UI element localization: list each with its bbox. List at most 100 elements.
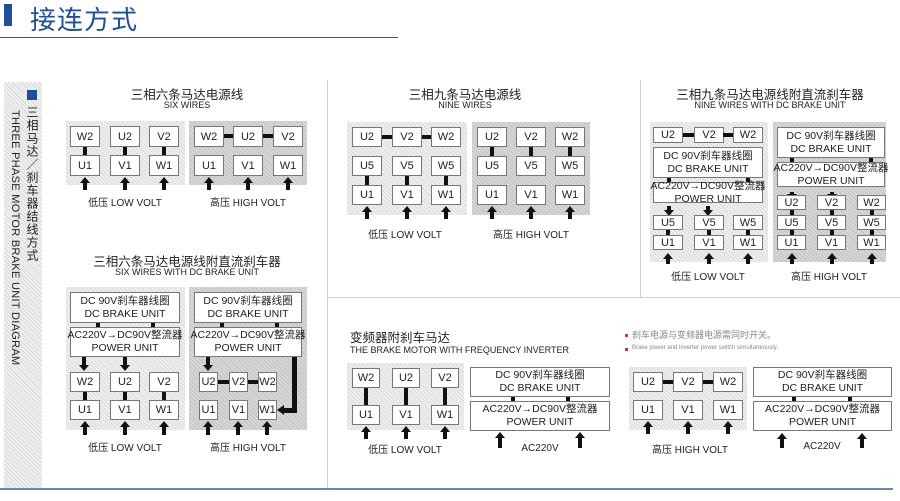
header-divider [0, 37, 398, 38]
panel-title-en: SIX WIRES [163, 100, 211, 110]
terminal: W2 [733, 127, 763, 143]
power-unit-box-line-1: AC220V→DC90V整流器 [482, 403, 598, 415]
terminal: V5 [516, 156, 546, 176]
terminal: V2 [694, 127, 724, 143]
terminal: V2 [673, 372, 703, 392]
jumper-link [404, 388, 408, 405]
terminal: W2 [258, 372, 277, 392]
arrow-down-icon [703, 203, 713, 216]
terminal: V1 [110, 155, 140, 176]
arrow-up-icon [777, 433, 787, 448]
arrow-up-icon [204, 177, 214, 190]
arrow-up-icon [487, 206, 497, 219]
jumper-link [365, 176, 369, 185]
terminal: U1 [199, 400, 218, 420]
arrow-down-icon [787, 187, 797, 200]
jumper-link [422, 135, 431, 139]
terminal: W1 [555, 185, 585, 205]
brake-unit-box-line-1: DC 90V刹车器线圈 [80, 294, 170, 307]
high-volt-label: 高压 HIGH VOLT [791, 272, 867, 283]
low-volt-label: 低压 LOW VOLT [368, 445, 442, 456]
brake-unit-box-line-1: DC 90V刹车器线圈 [203, 294, 293, 307]
terminal: V1 [516, 185, 546, 205]
terminal: W2 [194, 126, 224, 147]
jumper-link [529, 147, 533, 156]
sidebar-title-en: THREE PHASE MOTOR BRAKE UNIT DIAGRAM [9, 110, 21, 366]
low-volt-label: 低压 LOW VOLT [368, 230, 442, 241]
arrow-up-icon [401, 426, 411, 439]
jumper-link [870, 210, 874, 215]
terminal: U2 [233, 126, 263, 147]
jumper-link [566, 397, 570, 401]
terminal: W5 [733, 215, 763, 230]
jumper-link [490, 147, 494, 156]
terminal: U5 [352, 156, 382, 176]
brake-unit-box-line-2: DC BRAKE UNIT [790, 142, 872, 155]
terminal: U1 [633, 400, 663, 420]
terminal: W5 [857, 215, 886, 230]
arrow-up-icon [159, 177, 169, 190]
terminal: V5 [817, 215, 846, 230]
arrow-up-icon [233, 421, 243, 435]
terminal: W1 [149, 155, 179, 176]
terminal: U1 [194, 155, 224, 176]
arrow-up-icon [643, 421, 653, 434]
jumper-link [162, 392, 166, 400]
arrow-up-icon [159, 421, 169, 435]
arrow-down-icon [120, 357, 130, 371]
power-unit-box-line-2: POWER UNIT [214, 342, 282, 354]
terminal: W2 [352, 368, 380, 388]
divider-vertical-2 [640, 80, 641, 297]
jumper-link [870, 230, 874, 235]
terminal: W2 [555, 127, 585, 147]
terminal: U2 [653, 127, 683, 143]
arrow-up-icon [203, 421, 213, 435]
jumper-link [292, 357, 297, 413]
arrow-up-icon [80, 177, 90, 190]
terminal: U5 [477, 156, 507, 176]
terminal: W1 [713, 400, 743, 420]
arrow-up-icon [440, 426, 450, 439]
arrow-up-icon [787, 251, 797, 264]
terminal: V1 [392, 185, 422, 205]
note-bullet [625, 334, 628, 337]
jumper-link [830, 210, 834, 215]
terminal: W2 [857, 195, 886, 210]
panel-title-cn: 三相六条马达电源线 [130, 87, 244, 102]
jumper-link [364, 388, 368, 405]
terminal: V1 [673, 400, 703, 420]
arrow-up-icon [704, 251, 714, 264]
jumper-link [869, 158, 873, 162]
terminal: V2 [516, 127, 546, 147]
arrow-up-icon [857, 433, 867, 448]
jumper-link [284, 408, 297, 413]
arrow-up-icon [362, 206, 372, 219]
jumper-link [263, 134, 273, 138]
arrow-up-icon [867, 251, 877, 264]
terminal: V1 [392, 405, 420, 425]
page-title: 接连方式 [30, 6, 139, 36]
low-volt-label: 低压 LOW VOLT [88, 198, 162, 209]
jumper-link [405, 176, 409, 185]
panel-title-en: NINE WIRES WITH DC BRAKE UNIT [694, 100, 846, 110]
terminal: W5 [555, 156, 585, 176]
panel-title-en: THE BRAKE MOTOR WITH FREQUENCY INVERTER [350, 345, 570, 355]
brake-unit-box-line-2: DC BRAKE UNIT [667, 162, 749, 175]
terminal: V2 [392, 127, 422, 147]
high-volt-label: 高压 HIGH VOLT [210, 198, 286, 209]
brake-unit-box-line-2: DC BRAKE UNIT [499, 382, 581, 394]
terminal: W1 [258, 400, 277, 420]
arrow-up-icon [120, 177, 130, 190]
jumper-link [707, 230, 711, 235]
power-unit-box-line-2: POWER UNIT [674, 192, 742, 205]
terminal: U2 [352, 127, 382, 147]
jumper-link [444, 176, 448, 185]
terminal: U2 [199, 372, 218, 392]
jumper-link [663, 380, 673, 384]
arrow-up-icon [565, 206, 575, 219]
